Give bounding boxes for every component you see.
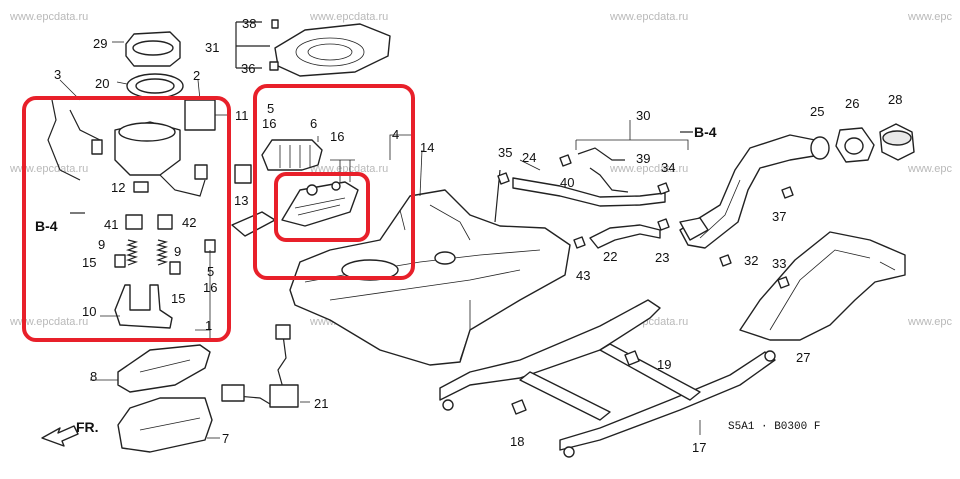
callout: 43 bbox=[576, 268, 590, 283]
fuel-pump-module bbox=[47, 99, 216, 329]
watermark: www.epcdata.ru bbox=[9, 163, 88, 175]
callout: 17 bbox=[692, 440, 706, 455]
watermark: www.epcdata.ru bbox=[9, 11, 88, 23]
watermark: www.epc bbox=[907, 11, 953, 23]
callout: 16 bbox=[203, 280, 217, 295]
front-label: FR. bbox=[76, 419, 99, 435]
callout: 37 bbox=[772, 209, 786, 224]
callout: 8 bbox=[90, 369, 97, 384]
callout: 26 bbox=[845, 96, 859, 111]
callout: 41 bbox=[104, 217, 118, 232]
callout: 19 bbox=[657, 357, 671, 372]
callout: 15 bbox=[82, 255, 96, 270]
filler-neck bbox=[679, 123, 915, 249]
watermark: www.epcdata.ru bbox=[609, 163, 688, 175]
fuel-strainer bbox=[281, 181, 359, 227]
callout: 27 bbox=[796, 350, 810, 365]
callout: 39 bbox=[636, 151, 650, 166]
callout: 12 bbox=[111, 180, 125, 195]
callout: 7 bbox=[222, 431, 229, 446]
fuel-gauge-sender bbox=[221, 324, 299, 408]
callout: 30 bbox=[636, 108, 650, 123]
ref-label-b4-left: B-4 bbox=[35, 218, 58, 234]
tank-subframe bbox=[439, 299, 776, 458]
callout: 2 bbox=[193, 68, 200, 83]
fuel-pump-seal bbox=[126, 73, 184, 99]
callout: 34 bbox=[661, 160, 675, 175]
callout: 22 bbox=[603, 249, 617, 264]
access-cover bbox=[235, 19, 391, 77]
watermark: www.epcdata.ru bbox=[609, 11, 688, 23]
hoses bbox=[512, 147, 709, 249]
callout: 9 bbox=[98, 237, 105, 252]
callout: 9 bbox=[174, 244, 181, 259]
pump-base bbox=[117, 344, 211, 393]
leader-lines bbox=[59, 41, 701, 439]
callout: 35 bbox=[498, 145, 512, 160]
fuel-tank bbox=[289, 169, 571, 366]
callout: 31 bbox=[205, 40, 219, 55]
callout: 5 bbox=[207, 264, 214, 279]
callout: 14 bbox=[420, 140, 434, 155]
callout: 10 bbox=[82, 304, 96, 319]
callout: 1 bbox=[205, 318, 212, 333]
highlight-box-group-1 bbox=[22, 96, 231, 342]
callout: 16 bbox=[330, 129, 344, 144]
lock-ring bbox=[125, 31, 181, 67]
callout: 13 bbox=[234, 193, 248, 208]
callout: 3 bbox=[54, 67, 61, 82]
callout: 23 bbox=[655, 250, 669, 265]
highlight-box-strainer bbox=[274, 172, 370, 242]
callout: 5 bbox=[267, 101, 274, 116]
callout: 33 bbox=[772, 256, 786, 271]
fasteners bbox=[497, 154, 794, 415]
callout: 21 bbox=[314, 396, 328, 411]
callout: 24 bbox=[522, 150, 536, 165]
watermark: www.epcdata.ru bbox=[309, 11, 388, 23]
callout: 6 bbox=[310, 116, 317, 131]
callout: 40 bbox=[560, 175, 574, 190]
highlight-box-group-4 bbox=[253, 84, 415, 280]
callout: 36 bbox=[241, 61, 255, 76]
front-arrow: FR. bbox=[41, 419, 99, 447]
highlight-boxes bbox=[22, 84, 415, 342]
heat-shield bbox=[739, 231, 906, 341]
callout: 32 bbox=[744, 253, 758, 268]
callout: 11 bbox=[235, 108, 249, 123]
watermark: www.epc bbox=[907, 316, 953, 328]
callout: 25 bbox=[810, 104, 824, 119]
watermark: www.epcdata.ru bbox=[9, 316, 88, 328]
drawing-code: S5A1 · B0300 F bbox=[728, 421, 820, 433]
callout: 16 bbox=[262, 116, 276, 131]
callout: 4 bbox=[392, 127, 399, 142]
callout: 42 bbox=[182, 215, 196, 230]
watermark: www.epc bbox=[907, 163, 953, 175]
callout: 28 bbox=[888, 92, 902, 107]
callout: 29 bbox=[93, 36, 107, 51]
pump-cover bbox=[117, 397, 213, 453]
ref-label-b4-right: B-4 bbox=[694, 124, 717, 140]
callout: 15 bbox=[171, 291, 185, 306]
callout: 18 bbox=[510, 434, 524, 449]
callout: 38 bbox=[242, 16, 256, 31]
callout: 20 bbox=[95, 76, 109, 91]
callout-layer: 1 2 3 4 5 5 6 7 8 9 9 10 11 12 13 14 15 … bbox=[54, 16, 902, 455]
